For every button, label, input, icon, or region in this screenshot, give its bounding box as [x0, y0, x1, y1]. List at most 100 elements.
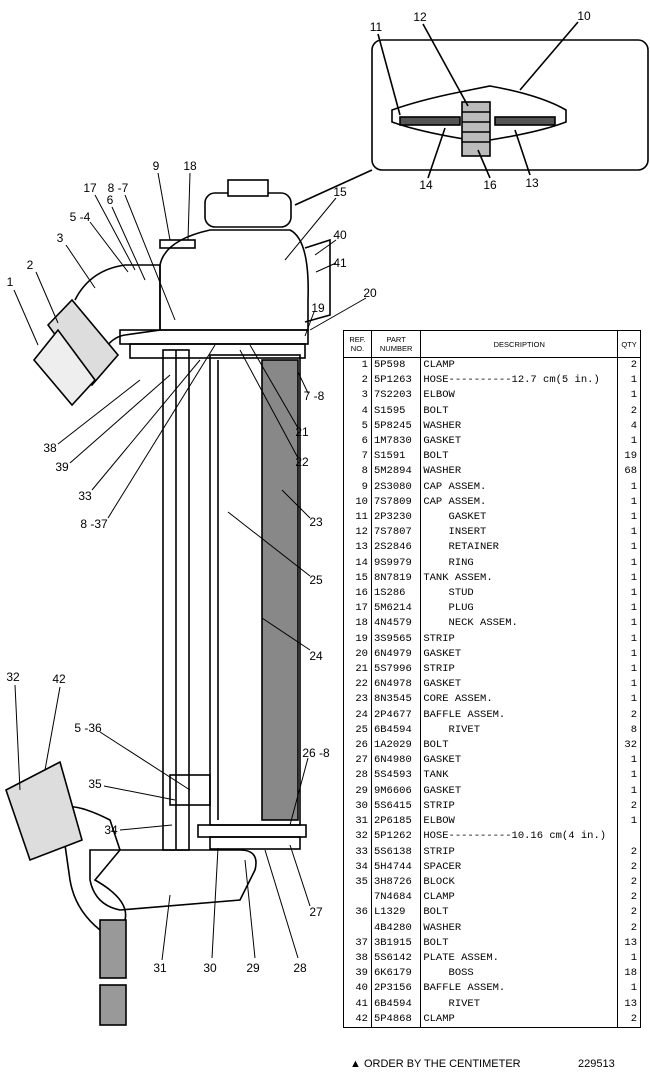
part-number-cell: 5H4744 — [371, 859, 422, 875]
description-cell-text: GASKET — [423, 754, 462, 767]
callout-label: 38 — [43, 441, 57, 455]
ref-no-cell: 41 — [343, 996, 372, 1012]
qty-cell: 1 — [618, 525, 641, 540]
description-cell: GASKET — [420, 677, 619, 693]
part-number-cell-text: 5P1263 — [373, 374, 412, 387]
ref-no-cell: 8 — [343, 464, 372, 480]
callout-label: 22 — [295, 455, 309, 469]
qty-cell: 1 — [618, 814, 641, 829]
part-number-cell: 2P3156 — [371, 981, 422, 997]
parts-table-header: REF. NO. PART NUMBER DESCRIPTION QTY — [343, 330, 641, 358]
part-number-cell-text: 1M7830 — [373, 435, 412, 448]
qty-cell-text: 2 — [630, 891, 637, 904]
description-cell: WASHER — [420, 464, 619, 480]
part-number-cell-text: 5P4868 — [373, 1012, 412, 1025]
ref-no-cell-text: 10 — [355, 495, 368, 508]
description-cell-text: RING — [423, 556, 474, 569]
qty-cell: 1 — [618, 662, 641, 677]
callout-label: 17 — [83, 181, 97, 195]
ref-no-cell-text: 41 — [355, 997, 368, 1010]
description-cell: RIVET — [420, 996, 619, 1012]
description-cell: RETAINER — [420, 540, 619, 556]
callout-label: 15 — [333, 185, 347, 199]
qty-cell-text: 1 — [630, 374, 637, 387]
callout-label: 16 — [483, 178, 497, 192]
qty-cell-text: 1 — [630, 769, 637, 782]
part-number-cell: 2S3080 — [371, 479, 422, 495]
bottom-tank — [89, 849, 257, 911]
description-cell: BOLT — [420, 738, 619, 754]
description-cell: INSERT — [420, 525, 619, 541]
ref-no-cell: 19 — [343, 631, 372, 647]
ref-no-cell-text: 18 — [355, 617, 368, 630]
part-number-cell-text: S1595 — [373, 404, 406, 417]
callout-label: 26 -8 — [302, 746, 330, 760]
part-number-cell-text: 5S6142 — [373, 951, 412, 964]
part-number-cell-text: 5M2894 — [373, 465, 412, 478]
callout-label: 5 -36 — [74, 721, 102, 735]
part-number-cell: 5P4868 — [371, 1011, 422, 1028]
qty-cell-text: 4 — [630, 419, 637, 432]
qty-cell-text: 2 — [630, 845, 637, 858]
description-cell: BOLT — [420, 449, 619, 465]
qty-cell: 2 — [618, 860, 641, 875]
qty-cell-text: 2 — [630, 1012, 637, 1025]
callout-label: 20 — [363, 286, 377, 300]
qty-cell: 1 — [618, 434, 641, 449]
part-number-cell: 8N3545 — [371, 692, 422, 708]
qty-cell: 13 — [618, 997, 641, 1012]
description-cell-text: BOLT — [423, 936, 449, 949]
description-cell-text: PLATE ASSEM. — [423, 951, 499, 964]
ref-no-cell: 24 — [343, 707, 372, 723]
ref-no-cell: 4 — [343, 403, 372, 419]
description-cell-text: GASKET — [423, 784, 462, 797]
qty-cell: 13 — [618, 936, 641, 951]
callout-label: 31 — [153, 961, 167, 975]
ref-no-cell: ▲2 — [343, 373, 372, 389]
ref-no-cell-text: 14 — [355, 556, 368, 569]
qty-cell-text: 1 — [630, 663, 637, 676]
callout-label: 21 — [295, 425, 309, 439]
description-cell-text: BOLT — [423, 450, 449, 463]
qty-cell-text: 1 — [630, 389, 637, 402]
description-cell: TANK ASSEM. — [420, 570, 619, 587]
header-qty: QTY — [617, 330, 641, 358]
part-number-cell-text: 7N4684 — [373, 891, 412, 904]
qty-cell — [618, 829, 641, 844]
callout-label: 7 -8 — [303, 389, 325, 403]
description-cell: SPACER — [420, 859, 619, 875]
ref-no-cell: 22 — [343, 677, 372, 693]
part-number-cell-text: 6K6179 — [373, 967, 412, 980]
description-cell: STRIP — [420, 798, 619, 815]
qty-cell-text: 1 — [630, 571, 637, 584]
ref-no-cell-text: 42 — [355, 1012, 368, 1025]
ref-no-cell-text: 13 — [355, 541, 368, 554]
part-number-cell: 9M6606 — [371, 783, 422, 799]
ref-no-cell-text: 20 — [355, 647, 368, 660]
ref-no-cell: 30 — [343, 798, 372, 815]
description-cell-text: HOSE----------12.7 cm(5 in.) — [423, 374, 600, 387]
callout-label: 3 — [56, 231, 64, 245]
part-number-cell: 3H8726 — [371, 874, 422, 891]
description-cell-text: GASKET — [423, 647, 462, 660]
ref-no-cell-text: 16 — [355, 587, 368, 600]
outlet-hose — [5, 760, 83, 862]
ref-no-cell-text: 29 — [355, 784, 368, 797]
description-cell-text: CLAMP — [423, 359, 455, 371]
part-number-cell: 4B4280 — [371, 920, 422, 936]
callout-label: 27 — [309, 905, 323, 919]
ref-no-cell: 20 — [343, 646, 372, 663]
part-number-cell-text: 6N4979 — [373, 647, 412, 660]
description-cell: WASHER — [420, 418, 619, 435]
qty-cell-text: 1 — [630, 526, 637, 539]
